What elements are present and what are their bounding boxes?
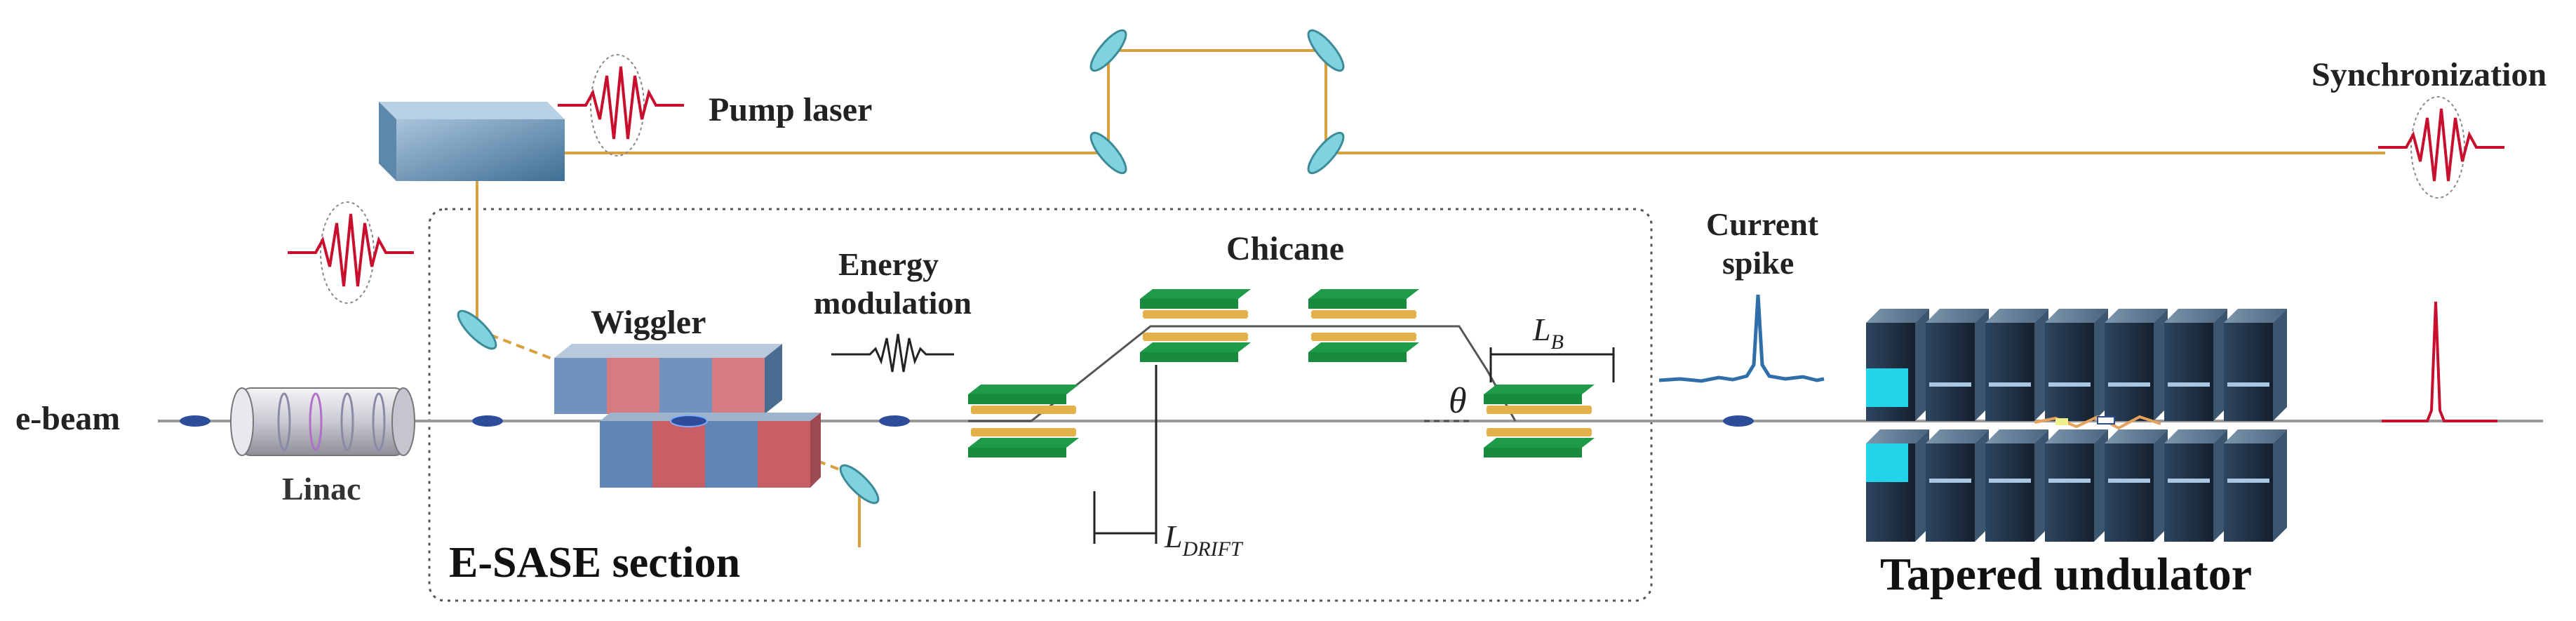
- electron-bunch-icon: [472, 415, 503, 427]
- chicane-magnet-2-icon: [1140, 289, 1251, 362]
- wiggler-icon: [554, 344, 821, 488]
- laser-pulse-top-icon: [558, 54, 684, 156]
- pump-laser-label: Pump laser: [709, 91, 872, 128]
- current-spike-icon: [1658, 294, 1825, 383]
- mirror-top-right-icon: [1307, 29, 1345, 72]
- synchronization-label: Synchronization: [2312, 56, 2547, 93]
- tapered-undulator-label: Tapered undulator: [1880, 549, 2252, 600]
- mirror-bottom-left-icon: [1089, 131, 1127, 175]
- mirror-wiggler-in-icon: [457, 309, 497, 350]
- theta-label: θ: [1449, 381, 1467, 421]
- electron-bunch-icon: [879, 415, 910, 427]
- linac-icon: [230, 387, 415, 456]
- chicane-trajectory: [968, 325, 1517, 422]
- energy-modulation-wave-icon: [831, 333, 954, 373]
- l-drift-label: LDRIFT: [1164, 519, 1244, 561]
- chicane-label: Chicane: [1226, 230, 1344, 267]
- wiggler-label: Wiggler: [591, 304, 706, 341]
- laser-pulse-left-icon: [288, 201, 414, 304]
- tapered-undulator-icon: [1866, 309, 2287, 542]
- chicane-magnet-4-icon: [1484, 385, 1595, 458]
- esase-section-label: E-SASE section: [449, 539, 740, 587]
- l-b-label: LB: [1532, 312, 1564, 354]
- current-spike-label-line1: Current: [1706, 206, 1819, 242]
- laser-pulse-sync-icon: [2378, 96, 2504, 199]
- current-spike-label-line2: spike: [1722, 245, 1794, 281]
- electron-bunch-icon: [180, 415, 210, 427]
- energy-modulation-label-line2: modulation: [814, 285, 972, 321]
- l-b-marker: [1489, 347, 1615, 382]
- e-beam-label: e-beam: [15, 400, 120, 437]
- pump-laser-box: [379, 102, 565, 181]
- l-drift-marker: [1093, 365, 1158, 544]
- electron-bunch-icon: [1723, 415, 1754, 427]
- mirror-wiggler-out-icon: [839, 464, 880, 505]
- chicane-magnet-3-icon: [1308, 289, 1419, 362]
- esase-section-frame: [428, 208, 1653, 602]
- chicane-magnet-1-icon: [968, 385, 1079, 458]
- mirror-top-left-icon: [1089, 29, 1127, 72]
- laser-mirrors: [457, 29, 1345, 505]
- linac-label: Linac: [282, 471, 361, 507]
- energy-modulation-label-line1: Energy: [838, 246, 939, 282]
- mirror-bottom-right-icon: [1307, 131, 1345, 175]
- output-spike-icon: [2382, 301, 2497, 422]
